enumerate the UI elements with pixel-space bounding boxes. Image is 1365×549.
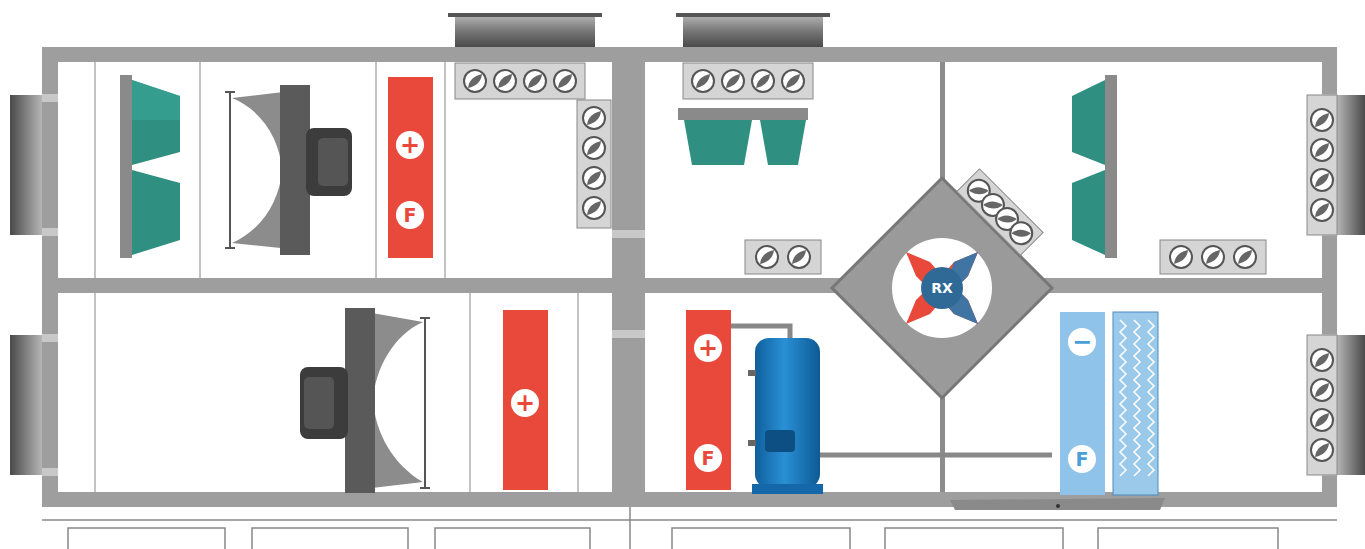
return-fan: [300, 308, 430, 493]
symbol-label: +: [515, 391, 535, 415]
supply-fan: [225, 85, 352, 255]
symbol-label: +: [400, 133, 420, 157]
refrigerant-circuit: [731, 326, 1052, 494]
dampers: [455, 63, 1337, 475]
housing: [42, 47, 1337, 507]
symbol-label: F: [404, 206, 417, 225]
symbol-label: F: [702, 449, 715, 468]
symbol-label: +: [698, 336, 718, 360]
base-frame: [42, 507, 1337, 549]
section-lines: [95, 62, 578, 492]
heater-coils: [388, 77, 731, 490]
heat-recovery-wheel: [832, 169, 1052, 398]
symbol-label: F: [1076, 450, 1089, 469]
symbol-label: RX: [931, 281, 953, 295]
symbol-label: −: [1072, 330, 1092, 354]
